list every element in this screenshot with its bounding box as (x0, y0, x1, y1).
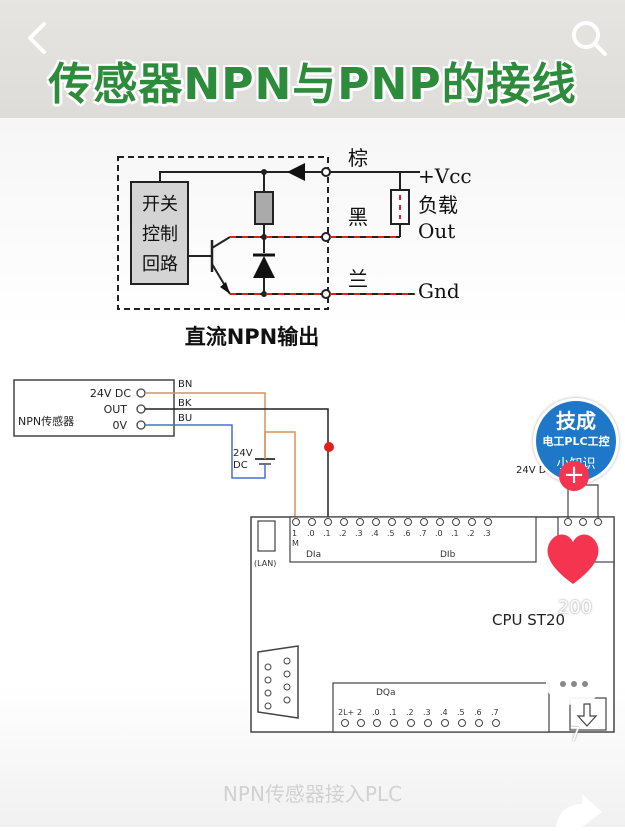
lan-label: (LAN) (254, 559, 276, 568)
terminal-1-label: 1 (292, 529, 297, 538)
input-label: .4 (371, 529, 379, 538)
page-title: 传感器NPN与PNP的接线 (48, 59, 577, 110)
wire-blue-label: 兰 (348, 267, 368, 291)
wire-bn-label: BN (178, 379, 192, 390)
output-label: 2 (357, 708, 362, 717)
like-count: 200 (557, 597, 593, 618)
output-label: .1 (389, 708, 397, 717)
dib-label: DIb (440, 550, 456, 560)
comment-icon (546, 663, 602, 708)
diagram1-caption: 直流NPN输出 (185, 325, 320, 349)
input-label: .2 (339, 529, 347, 538)
search-icon (572, 21, 607, 56)
vcc-label: +Vcc (418, 164, 472, 188)
supply-dc: DC (233, 460, 248, 471)
comment-button[interactable] (544, 660, 604, 710)
wire-brown-label: 棕 (348, 146, 368, 170)
back-arrow-icon (28, 22, 46, 54)
sensor-name: NPN传感器 (18, 415, 74, 428)
pin-24vdc: 24V DC (90, 387, 131, 400)
dqa-label: DQa (376, 688, 396, 698)
dia-label: DIa (306, 550, 321, 560)
input-label: .5 (387, 529, 395, 538)
serial-port-icon (257, 645, 299, 719)
input-label: .2 (467, 529, 475, 538)
output-label: .3 (423, 708, 431, 717)
input-label: .0 (435, 529, 443, 538)
supply-24v: 24V (233, 448, 253, 459)
gnd-label: Gnd (418, 279, 460, 303)
npn-output-diagram: 开关 控制 回路 棕 +Vcc 负载 黑 Out 兰 Gnd 直流NPN输出 (117, 146, 472, 349)
top-bar (0, 0, 625, 118)
like-button[interactable] (542, 530, 604, 588)
switch-label-2: 控制 (142, 224, 178, 245)
pin-0v: 0V (112, 419, 127, 432)
output-label: .2 (406, 708, 414, 717)
output-label: .5 (457, 708, 465, 717)
input-label: .3 (355, 529, 363, 538)
heart-icon (547, 534, 599, 584)
input-label: .7 (419, 529, 427, 538)
input-label: .1 (323, 529, 331, 538)
cpu-label: CPU ST20 (492, 611, 565, 629)
search-button[interactable] (567, 16, 611, 60)
plc-input-terminals (292, 518, 492, 526)
switch-label-3: 回路 (142, 254, 178, 275)
load-label: 负载 (418, 193, 458, 217)
share-button[interactable] (548, 790, 604, 827)
output-label: .6 (474, 708, 482, 717)
output-label: .4 (440, 708, 448, 717)
output-label: .7 (491, 708, 499, 717)
wire-bk-label: BK (178, 398, 192, 409)
switch-label-1: 开关 (142, 194, 178, 215)
avatar-line-2: 电工PLC工控 (542, 435, 610, 448)
terminal-m-label: M (292, 539, 299, 548)
share-icon (556, 794, 602, 827)
faded-caption: NPN传感器接入PLC (222, 782, 403, 806)
wire-black-label: 黑 (348, 205, 368, 229)
input-label: .3 (483, 529, 491, 538)
output-label: 2L+ (338, 708, 354, 717)
follow-button[interactable]: + (559, 461, 589, 491)
comment-count: 7 (569, 724, 581, 745)
back-button[interactable] (18, 18, 58, 58)
wire-bu-label: BU (178, 413, 192, 424)
plc-output-terminals (341, 719, 500, 727)
avatar-line-1: 技成 (556, 409, 596, 433)
input-label: .1 (451, 529, 459, 538)
pin-out: OUT (104, 403, 128, 416)
npn-plc-wiring-diagram: NPN传感器 24V DC OUT 0V BN BK BU 24V DC (LA… (13, 379, 615, 733)
supply-right-label: 24V DC (516, 465, 553, 476)
input-label: .0 (307, 529, 315, 538)
out-label: Out (418, 219, 455, 243)
input-label: .6 (403, 529, 411, 538)
output-label: .0 (372, 708, 380, 717)
